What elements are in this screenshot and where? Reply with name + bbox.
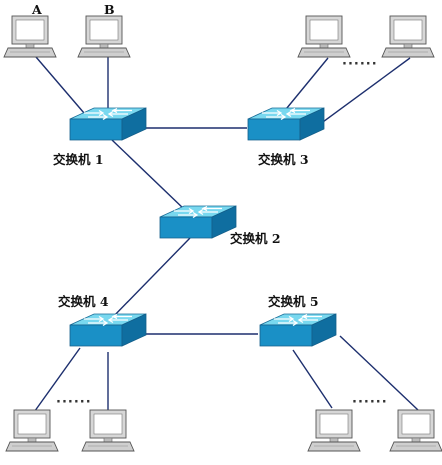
computer-b: B	[77, 2, 131, 58]
desktop-computer-icon	[389, 409, 442, 452]
desktop-computer-icon	[77, 15, 131, 58]
computer-bottom-right-1	[307, 409, 361, 452]
switch-4-label: 交换机 4	[58, 294, 109, 309]
network-switch-icon	[69, 313, 147, 347]
switch-2: 交换机 2	[159, 205, 281, 246]
ellipsis-top-right: ······	[342, 57, 378, 72]
switch-3: 交换机 3	[247, 107, 325, 167]
network-switch-icon	[159, 205, 237, 239]
link-a-s1	[35, 56, 91, 121]
switch-5: 交换机 5	[259, 294, 337, 347]
switch-3-label: 交换机 3	[258, 152, 309, 167]
link-s2-s4	[109, 237, 191, 321]
desktop-computer-icon	[297, 15, 351, 58]
switch-4: 交换机 4	[58, 294, 147, 347]
switch-1: 交换机 1	[53, 107, 147, 167]
switch-2-label: 交换机 2	[230, 231, 281, 246]
ellipsis-bottom-right: ······	[352, 395, 388, 410]
computer-a-label: A	[31, 2, 42, 17]
computer-top-right-1	[297, 15, 351, 58]
desktop-computer-icon	[81, 409, 135, 452]
computer-bottom-left-1	[5, 409, 59, 452]
switch-5-label: 交换机 5	[268, 294, 319, 309]
desktop-computer-icon	[381, 15, 435, 58]
link-s3-pc-top-right-2	[311, 57, 411, 131]
link-s5-pc-bottom-right-1	[292, 349, 333, 409]
network-switch-icon	[247, 107, 325, 141]
desktop-computer-icon	[3, 15, 57, 58]
computer-bottom-left-2	[81, 409, 135, 452]
switch-1-label: 交换机 1	[53, 152, 104, 167]
link-s4-pc-bottom-left-1	[31, 347, 81, 416]
computer-top-right-2	[381, 15, 435, 58]
link-s5-pc-bottom-right-2	[339, 335, 419, 411]
network-switch-icon	[69, 107, 147, 141]
computer-a: A	[3, 2, 57, 58]
desktop-computer-icon	[5, 409, 59, 452]
ellipsis-bottom-left: ······	[56, 395, 92, 410]
computer-b-label: B	[104, 2, 115, 17]
computer-bottom-right-2	[389, 409, 442, 452]
link-s3-pc-top-right-1	[281, 57, 329, 115]
network-switch-icon	[259, 313, 337, 347]
link-s1-s2	[111, 139, 186, 211]
desktop-computer-icon	[307, 409, 361, 452]
